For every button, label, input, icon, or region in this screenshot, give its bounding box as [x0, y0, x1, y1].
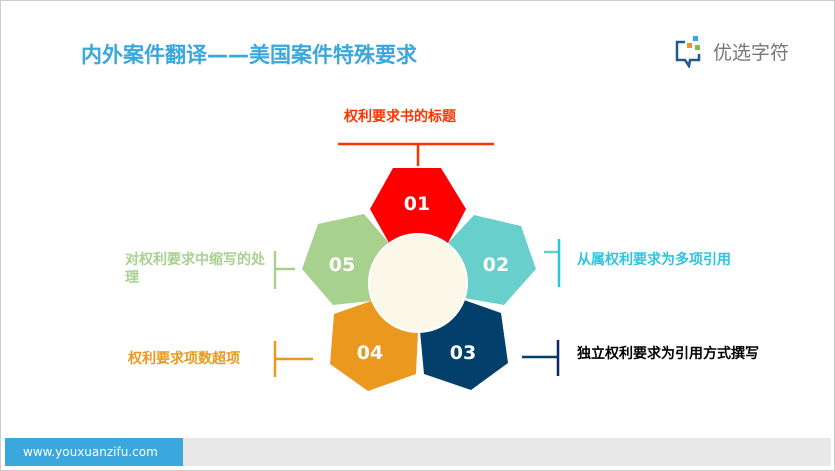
segment-05-number: 05 [329, 254, 355, 276]
label-05: 对权利要求中缩写的处理 [125, 252, 265, 286]
label-02: 从属权利要求为多项引用 [577, 252, 731, 268]
segment-02-number: 02 [483, 254, 509, 276]
slide-title: 内外案件翻译——美国案件特殊要求 [81, 43, 417, 67]
segment-04-number: 04 [357, 342, 383, 364]
center-circle [368, 233, 468, 333]
label-01: 权利要求书的标题 [344, 109, 456, 125]
label-04: 权利要求项数超项 [128, 351, 240, 367]
segment-05[interactable]: 05 [302, 214, 389, 305]
segment-01-number: 01 [404, 193, 430, 215]
segment-01[interactable]: 01 [370, 168, 466, 243]
logo-text: 优选字符 [713, 41, 790, 64]
footer-bar: www.youxuanzifu.com [5, 438, 831, 466]
footer-url: www.youxuanzifu.com [5, 438, 183, 466]
label-03: 独立权利要求为引用方式撰写 [577, 346, 759, 362]
logo-chat-icon [675, 36, 701, 68]
segment-02[interactable]: 02 [448, 215, 536, 305]
logo: 优选字符 [673, 34, 789, 68]
segment-03-number: 03 [450, 342, 476, 364]
